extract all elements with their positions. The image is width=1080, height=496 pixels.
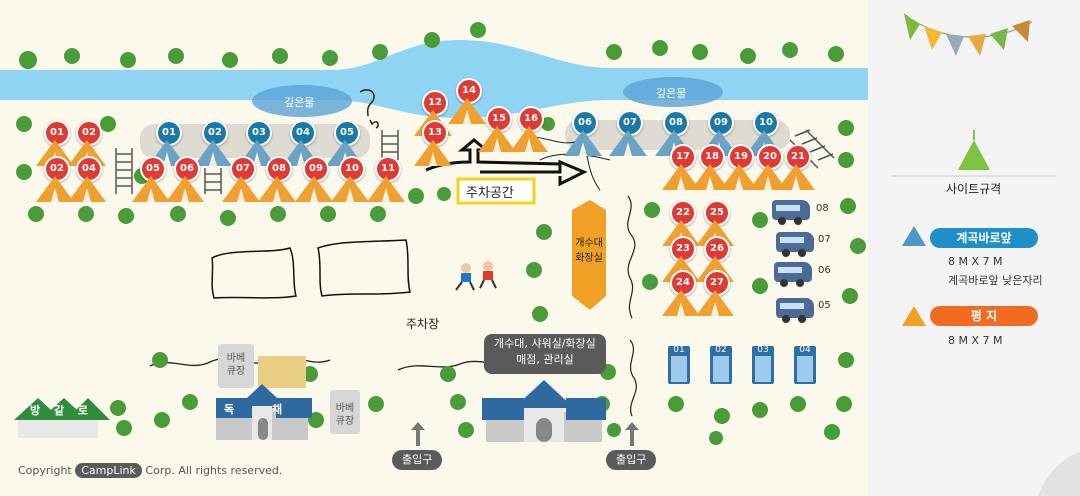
bungalow-label: 방 갈 로 [30, 404, 89, 417]
deep-water-label-right: 깊은물 [656, 87, 687, 100]
flat-site[interactable]: 02 [36, 156, 76, 204]
deep-water-label-left: 깊은물 [284, 96, 315, 109]
flat-size: 8 M X 7 M [948, 334, 1003, 347]
bunting-string [903, 13, 1033, 38]
caravan[interactable] [772, 200, 810, 225]
cabin[interactable]: 02 [710, 345, 732, 384]
flat-site[interactable]: 14 [448, 78, 488, 126]
entrance-arrow-right [625, 422, 639, 446]
flat-site[interactable]: 10 [331, 156, 371, 204]
stream-size: 8 M X 7 M [948, 255, 1003, 268]
crop-field [258, 356, 306, 388]
flat-site[interactable]: 04 [68, 156, 108, 204]
main-building-shape [216, 384, 312, 440]
facility-bubble: 개수대, 샤워실/화장실 매점, 관리실 [484, 334, 606, 374]
flat-site[interactable]: 15 [478, 106, 518, 154]
flat-site[interactable]: 17 [662, 144, 702, 192]
deep-water-right [623, 77, 723, 107]
flag-icon [924, 26, 942, 50]
caravan[interactable] [776, 298, 814, 323]
copyright-prefix: Copyright [18, 464, 72, 477]
flat-site[interactable]: 06 [166, 156, 206, 204]
parking-space-label: 주차공간 [466, 186, 514, 201]
flat-site[interactable]: 21 [777, 144, 817, 192]
flat-site[interactable]: 27 [696, 270, 736, 318]
flat-badge: 평 지 [930, 306, 1038, 326]
cabin[interactable]: 01 [668, 345, 690, 384]
copyright-suffix: Corp. All rights reserved. [145, 464, 283, 477]
washroom-block [572, 200, 606, 310]
legend-panel: 사이트규격 계곡바로앞 8 M X 7 M 계곡바로앞 낮은자리 평 지 8 M… [868, 0, 1080, 496]
flag-icon [904, 14, 920, 40]
entrance-label-right: 출입구 [606, 450, 657, 470]
washroom-label: 개수대 화장실 [575, 238, 603, 264]
flag-icon [946, 34, 964, 56]
flag-icon [968, 34, 986, 56]
caravan[interactable] [774, 262, 812, 287]
page-curl [1038, 452, 1080, 496]
entrance-label-left: 출입구 [392, 450, 443, 470]
scribble-question [359, 89, 379, 129]
legend-graphics [892, 13, 1080, 496]
flat-site[interactable]: 16 [510, 106, 550, 154]
ladder-3 [381, 130, 399, 160]
stream-site[interactable]: 02 [194, 120, 234, 168]
path-line-right-2 [629, 339, 637, 417]
caravan[interactable] [776, 232, 814, 257]
flat-site[interactable]: 05 [132, 156, 172, 204]
campsite-map: 01 02 03 04 05 06 07 08 09 10 01 02 02 0… [0, 22, 868, 478]
flat-site[interactable]: 07 [222, 156, 262, 204]
caravan-label: 05 [818, 300, 831, 311]
arrow-right [480, 159, 588, 187]
stream-site[interactable]: 06 [564, 110, 604, 158]
cabin[interactable]: 03 [752, 345, 774, 384]
cabin[interactable]: 04 [794, 345, 816, 384]
main-building-label: 독 채 [224, 403, 283, 416]
sketch-rect-2 [317, 239, 411, 297]
flat-site[interactable]: 11 [367, 156, 407, 204]
stream-site[interactable]: 07 [609, 110, 649, 158]
caravan-label: 07 [818, 234, 831, 245]
legend-title: 사이트규격 [946, 182, 1002, 196]
copyright: Copyright CampLink Corp. All rights rese… [18, 463, 283, 478]
trees [16, 22, 866, 445]
bbq-area-right [330, 390, 360, 434]
flat-site[interactable]: 09 [295, 156, 335, 204]
flat-site[interactable]: 13 [414, 120, 454, 168]
caravan-label: 06 [818, 265, 831, 276]
flat-site[interactable]: 08 [258, 156, 298, 204]
tent-logo-icon [958, 140, 990, 170]
bungalow-shape [14, 398, 110, 438]
ladder-2 [204, 168, 222, 194]
flat-site[interactable]: 24 [662, 270, 702, 318]
flag-icon [990, 28, 1008, 50]
caravan-label: 08 [816, 203, 829, 214]
bbq-label-right: 바베 큐장 [335, 403, 355, 427]
bbq-label-left: 바베 큐장 [226, 353, 246, 377]
facility-building [482, 380, 606, 442]
bbq-area-left [218, 344, 254, 388]
parking-lot-label: 주차장 [406, 317, 440, 331]
flat-tent-icon [902, 306, 926, 326]
deep-water-left [252, 85, 352, 117]
sketch-rect-1 [211, 247, 297, 299]
path-line-right [627, 195, 636, 319]
map-background [0, 22, 868, 446]
flag-icon [1012, 20, 1030, 42]
children-illustration [455, 261, 497, 291]
ladder-1 [115, 148, 133, 194]
stream-badge: 계곡바로앞 [930, 228, 1038, 248]
stream-note: 계곡바로앞 낮은자리 [948, 274, 1043, 287]
entrance-arrow-left [411, 422, 425, 446]
parking-space-box [456, 177, 536, 205]
stream-tent-icon [902, 226, 926, 246]
copyright-brand: CampLink [75, 463, 142, 478]
